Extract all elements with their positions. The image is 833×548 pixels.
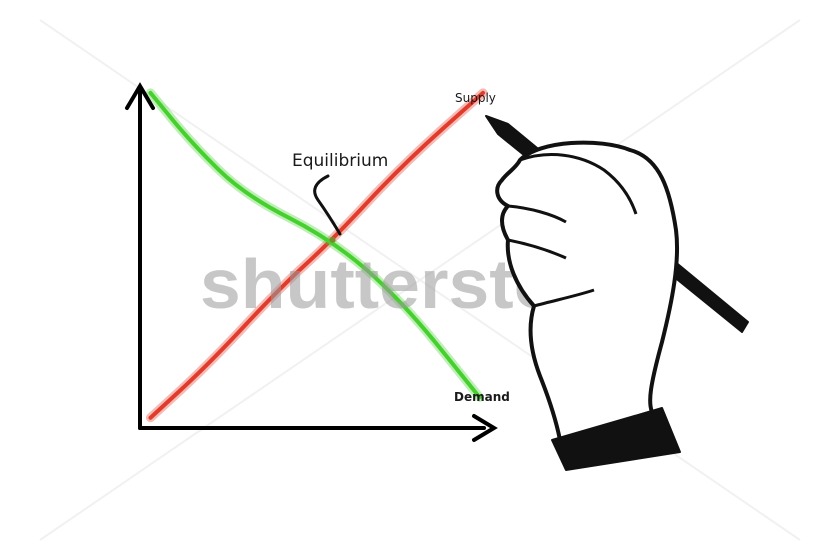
supply-label: Supply: [455, 91, 496, 105]
hand-holding-pen-icon: [486, 116, 748, 470]
equilibrium-point: [330, 237, 336, 243]
equilibrium-label: Equilibrium: [292, 151, 388, 171]
demand-label: Demand: [454, 390, 510, 404]
equilibrium-pointer: [315, 176, 340, 234]
